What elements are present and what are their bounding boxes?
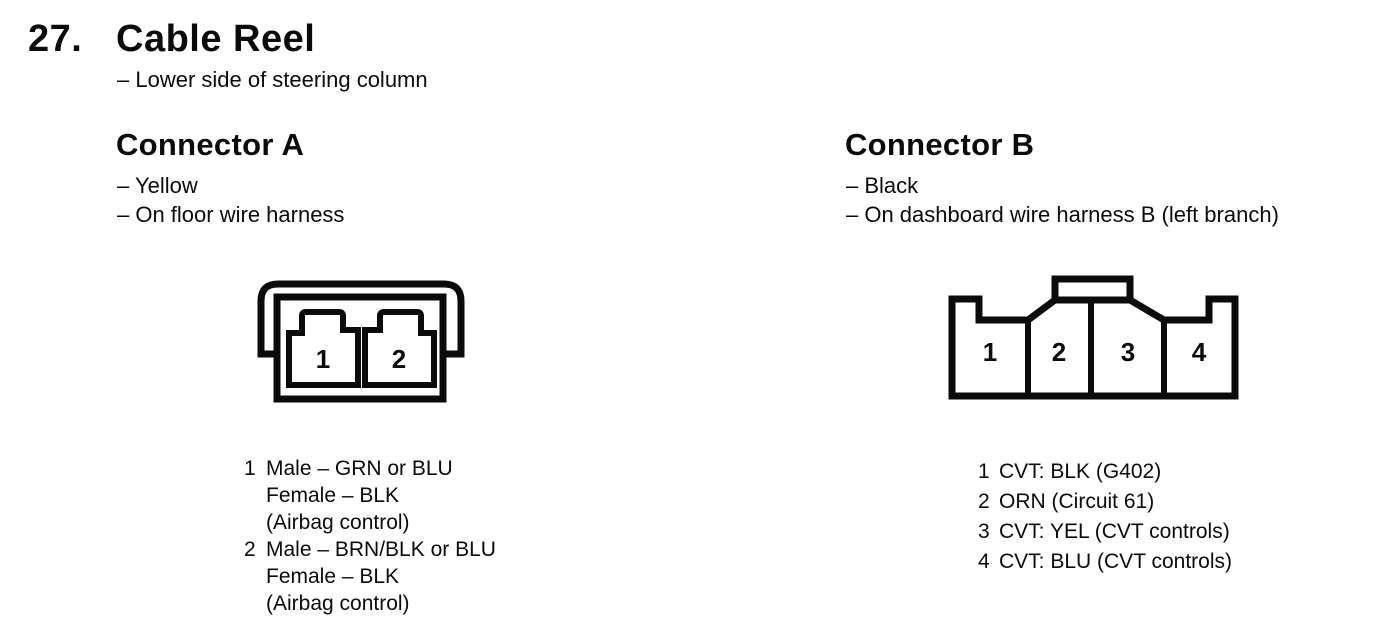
connector-a-note-harness: – On floor wire harness [117,202,345,227]
connector-b-diagram: 1 2 3 4 [948,275,1239,400]
pin-number: 2 [978,490,990,513]
pin-description: CVT: BLU (CVT controls) [999,547,1232,577]
connector-b-pin4-label: 4 [1192,337,1207,367]
pin-description: Male – GRN or BLU Female – BLK (Airbag c… [266,455,453,536]
connector-b-note-color: – Black [846,173,919,198]
connector-b-pin-list: 1 CVT: BLK (G402) 2 ORN (Circuit 61) 3 C… [978,457,1232,577]
pin-description: Male – BRN/BLK or BLU Female – BLK (Airb… [266,536,496,617]
pin-number: 3 [978,520,990,543]
connector-b-note-harness: – On dashboard wire harness B (left bran… [846,202,1279,227]
pin-row: 2 ORN (Circuit 61) [978,487,1232,517]
pin-row: 3 CVT: YEL (CVT controls) [978,517,1232,547]
pin-row: 1 CVT: BLK (G402) [978,457,1232,487]
pin-number: 1 [244,457,256,480]
pin-desc-line: (Airbag control) [266,511,410,534]
pin-row: 4 CVT: BLU (CVT controls) [978,547,1232,577]
connector-b-heading: Connector B [845,127,1035,162]
pin-desc-line: ORN (Circuit 61) [999,490,1155,513]
connector-b-notes: – Black – On dashboard wire harness B (l… [846,171,1279,229]
connector-a-pin1-cavity [286,309,361,388]
pin-number: 4 [978,550,990,573]
pin-description: ORN (Circuit 61) [999,487,1154,517]
connector-b-lock-tab [1051,275,1134,304]
pin-desc-line: (Airbag control) [266,592,410,615]
pin-desc-line: Female – BLK [266,565,400,588]
page-location-note: – Lower side of steering column [117,67,428,92]
pin-desc-line: CVT: BLU (CVT controls) [999,550,1232,573]
connector-a-pin2-cavity [362,309,437,388]
pin-row: 1 Male – GRN or BLU Female – BLK (Airbag… [244,455,496,536]
pin-description: CVT: BLK (G402) [999,457,1161,487]
pin-row: 2 Male – BRN/BLK or BLU Female – BLK (Ai… [244,536,496,617]
pin-desc-line: Male – BRN/BLK or BLU [266,538,496,561]
connector-a-diagram: 1 2 [257,280,465,403]
section-number: 27. [28,18,83,60]
page-title: Cable Reel [116,18,316,60]
pin-desc-line: CVT: YEL (CVT controls) [999,520,1230,543]
connector-a-pin-list: 1 Male – GRN or BLU Female – BLK (Airbag… [244,455,496,617]
connector-b-pin2-label: 2 [1052,337,1066,367]
pin-desc-line: CVT: BLK (G402) [999,460,1162,483]
pin-desc-line: Female – BLK [266,484,400,507]
connector-a-note-color: – Yellow [117,173,198,198]
pin-number: 2 [244,538,256,561]
connector-a-pin2-label: 2 [392,344,406,374]
connector-b-pin3-label: 3 [1121,337,1135,367]
connector-a-notes: – Yellow – On floor wire harness [117,171,344,229]
connector-b-pin1-label: 1 [983,337,997,367]
pin-desc-line: Male – GRN or BLU [266,457,453,480]
connector-a-pin1-label: 1 [316,344,330,374]
connector-a-heading: Connector A [116,127,305,162]
pin-number: 1 [978,460,990,483]
pin-description: CVT: YEL (CVT controls) [999,517,1230,547]
